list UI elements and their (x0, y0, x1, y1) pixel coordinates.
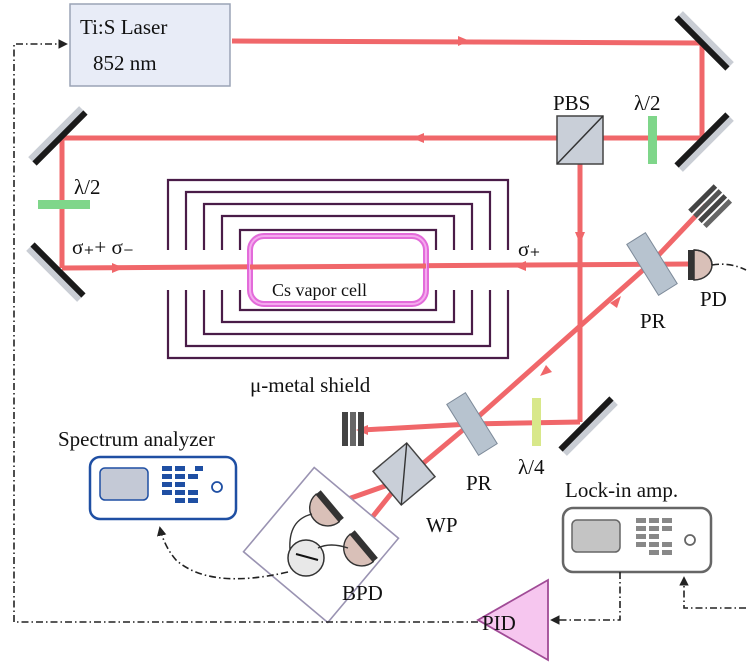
partial-reflector-upper (626, 232, 678, 296)
mu-metal-shield (166, 178, 510, 360)
spectrum-label: Spectrum analyzer (58, 427, 215, 451)
pid-label: PID (482, 611, 516, 635)
sigma-left-label: σ₊+ σ₋ (72, 235, 134, 259)
balanced-photodetector: BPD (242, 466, 400, 624)
beam-to-lower-pr (469, 419, 581, 427)
spectrum-analyzer: Spectrum analyzer (58, 427, 238, 521)
beam-to-lower-dump (361, 421, 471, 433)
partial-reflector-lower (446, 392, 498, 456)
half-wave-left-label: λ/2 (74, 175, 101, 199)
lock-in-amplifier: Lock-in amp. (561, 478, 713, 574)
beam-dump-upper (688, 184, 733, 229)
laser-source: Ti:S Laser 852 nm (69, 3, 231, 87)
sigma-right-label: σ₊ (518, 237, 540, 261)
pr-lower-label: PR (466, 471, 492, 495)
laser-name: Ti:S Laser (80, 15, 167, 39)
signal-connections (13, 39, 747, 625)
pbs-cube: PBS (553, 91, 604, 165)
mirror-bottom-left (26, 242, 86, 302)
bpd-label: BPD (342, 581, 383, 605)
beam-dump-lower (342, 412, 364, 446)
pd-label: PD (700, 287, 727, 311)
laser-wavelength: 852 nm (93, 51, 157, 75)
lockin-label: Lock-in amp. (565, 478, 678, 502)
mirror-lower-right (558, 396, 618, 456)
half-wave-top-label: λ/2 (634, 91, 661, 115)
pid-controller: PID (476, 578, 549, 662)
beam-diagonal-up (468, 260, 654, 426)
mirror-top-left (28, 106, 88, 166)
shield-label: μ-metal shield (250, 373, 371, 397)
photodiode-pd: PD (688, 249, 727, 311)
pbs-label: PBS (553, 91, 590, 115)
wollaston-prism (371, 441, 437, 507)
mirror-right (674, 112, 734, 172)
cell-label: Cs vapor cell (272, 280, 367, 300)
mirror-top-right (674, 11, 734, 71)
pr-upper-label: PR (640, 309, 666, 333)
quarter-wave-plate: λ/4 (518, 398, 545, 479)
half-wave-plate-top: λ/2 (634, 91, 661, 164)
quarter-wave-label: λ/4 (518, 455, 545, 479)
wp-label: WP (426, 513, 458, 537)
half-wave-plate-left: λ/2 (38, 175, 101, 209)
cs-vapor-cell: Cs vapor cell (247, 233, 429, 307)
